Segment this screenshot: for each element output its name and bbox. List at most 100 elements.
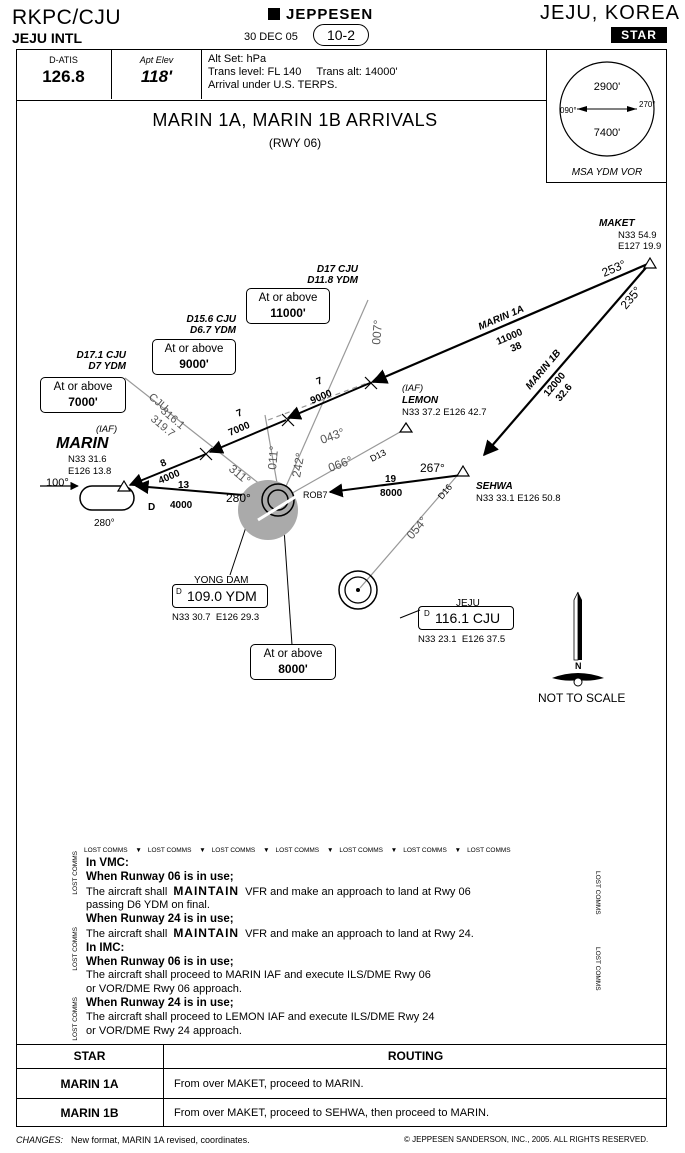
segment-7-distance: 7 [315,375,325,387]
d17-fix-label: D17 CJU D11.8 YDM [260,264,358,286]
msa-label: MSA YDM VOR [571,167,643,178]
altitude-box-8000-value: 8000' [278,662,308,676]
jeju-dme-label: D [424,609,430,618]
imc-rwy06-heading: When Runway 06 is in use; [86,955,234,968]
table-row: MARIN 1A From over MAKET, proceed to MAR… [16,1069,667,1099]
lemon-iaf-label: (IAF) [402,383,423,394]
route-segment-19 [328,474,463,498]
segment-19-distance: 19 [385,474,397,485]
lost-comms-text: In VMC: When Runway 06 is in use; The ai… [86,857,586,1038]
maket-lat: N33 54.9 [618,230,657,241]
chart-location: JEJU, KOREA [540,2,680,24]
d156-fix-cju: D15.6 CJU [186,314,236,325]
marin-name: MARIN [56,435,109,452]
altitude-box-11000: At or above 11000' [246,288,330,324]
marin-1b-route [482,262,651,457]
imc-rwy24-heading: When Runway 24 is in use; [86,996,234,1009]
bearing-280: 280° [226,491,251,505]
d171-fix-label: D17.1 CJU D7 YDM [46,350,126,372]
lost-comms-tag: LOST COMMS [147,847,192,854]
jeju-vor-symbol [338,570,378,610]
msa-south-altitude: 7400' [594,127,621,139]
airport-name: JEJU INTL [12,30,83,46]
route-segment-7b [208,419,287,454]
alt-set-line: Alt Set: hPa [208,53,267,65]
atis-label: D-ATIS [49,55,78,65]
elevation-label: Apt Elev [139,55,174,65]
altitude-box-9000-value: 9000' [179,357,209,371]
lost-comms-tag: LOST COMMS [275,847,320,854]
maket-lon: E127 19.9 [618,241,661,252]
bearing-011: 011° [265,445,281,470]
imc-rwy06-line1: The aircraft shall proceed to MARIN IAF … [86,969,431,982]
imc-rwy06-line2: or VOR/DME Rwy 06 approach. [86,983,242,996]
lost-comms-tag: LOST COMMS [339,847,383,854]
marin-fix-icon [116,479,132,492]
hold-outbound-course: 280° [94,518,115,529]
routing-star-name: MARIN 1B [16,1099,164,1127]
atis-cell: D-ATIS 126.8 [16,49,112,99]
marin-iaf-label: (IAF) [96,424,117,435]
altimeter-info: Alt Set: hPa Trans level: FL 140 Trans a… [208,53,546,92]
msa-west-bearing: 090° [560,106,577,115]
msa-box: 2900' 7400' 090° 270° MSA YDM VOR [546,49,667,183]
chart-date: 30 DEC 05 [244,31,298,43]
chart-type-badge: STAR [611,27,667,43]
routing-header-routing: ROUTING [387,1049,444,1063]
d17-fix-ydm: D11.8 YDM [307,275,358,286]
lemon-fix-icon [398,421,414,433]
routing-description: From over MAKET, proceed to MARIN. [174,1078,364,1090]
holding-pattern [79,485,135,511]
maintain-keyword: MAINTAIN [173,925,240,940]
north-arrow-icon: N [552,591,604,687]
routing-header: STAR ROUTING [16,1045,667,1069]
routing-description: From over MAKET, proceed to SEHWA, then … [174,1107,490,1119]
jeju-name: JEJU [456,598,480,609]
d171-fix-ydm: D7 YDM [88,361,126,372]
altitude-box-7000-line1: At or above [53,381,113,393]
jeju-freq-box: D 116.1 CJU [418,606,514,630]
lost-comms-tag: LOST COMMS [84,847,128,854]
d156-fix-ydm: D6.7 YDM [190,325,236,336]
yongdam-dme-label: D [176,587,182,596]
elevation-cell: Apt Elev 118' [112,49,202,99]
bearing-007: 007° [369,319,385,345]
chart-subtitle: (RWY 06) [268,136,322,150]
yongdam-name: YONG DAM [194,575,249,586]
lost-comms-top-border: LOST COMMS ▼LOST COMMS ▼LOST COMMS ▼LOST… [84,847,511,854]
changes-label: CHANGES: [16,1135,64,1145]
lost-comms-box: LOST COMMS ▼LOST COMMS ▼LOST COMMS ▼LOST… [72,847,602,1041]
vmc-rwy06-heading: When Runway 06 is in use; [86,870,234,883]
altimeter-cell: Alt Set: hPa Trans level: FL 140 Trans a… [202,49,546,99]
route-segment-8 [128,453,207,487]
altitude-box-7000: At or above 7000' [40,377,126,413]
hold-inbound-course: 100° [46,477,69,489]
jeju-coord: N33 23.1 E126 37.5 [418,634,506,645]
chart-frame [16,49,667,1127]
bearing-267: 267° [420,461,445,475]
rob7-label: ROB7 [303,490,328,500]
yongdam-frequency: 109.0 YDM [187,588,257,604]
routing-table: STAR ROUTING MARIN 1A From over MAKET, p… [16,1044,667,1127]
lost-comms-left-tag: LOST COMMS [72,927,79,971]
d13-label: D13 [368,447,387,463]
copyright: © JEPPESEN SANDERSON, INC., 2005. ALL RI… [404,1135,649,1144]
bearing-066: 066° [326,453,354,475]
bearing-043: 043° [318,425,346,447]
atis-frequency: 126.8 [42,67,85,86]
imc-heading: In IMC: [86,941,125,954]
vmc-rwy24-heading: When Runway 24 is in use; [86,913,234,926]
maket-name: MAKET [599,218,635,229]
maket-fix-icon [642,256,658,269]
vmc-heading: In VMC: [86,857,129,869]
altitude-box-8000-line1: At or above [263,648,323,660]
jeppesen-logo-icon [268,8,280,20]
d156-fix-label: D15.6 CJU D6.7 YDM [150,314,236,336]
msa-east-bearing: 270° [639,100,656,109]
segment-7b-distance: 7 [235,407,245,419]
info-bar: D-ATIS 126.8 Apt Elev 118' Alt Set: hPa … [16,49,546,101]
marin-1a-distance: 38 [509,340,524,355]
changes-note: CHANGES:New format, MARIN 1A revised, co… [16,1135,250,1145]
radial-lines [124,299,463,589]
